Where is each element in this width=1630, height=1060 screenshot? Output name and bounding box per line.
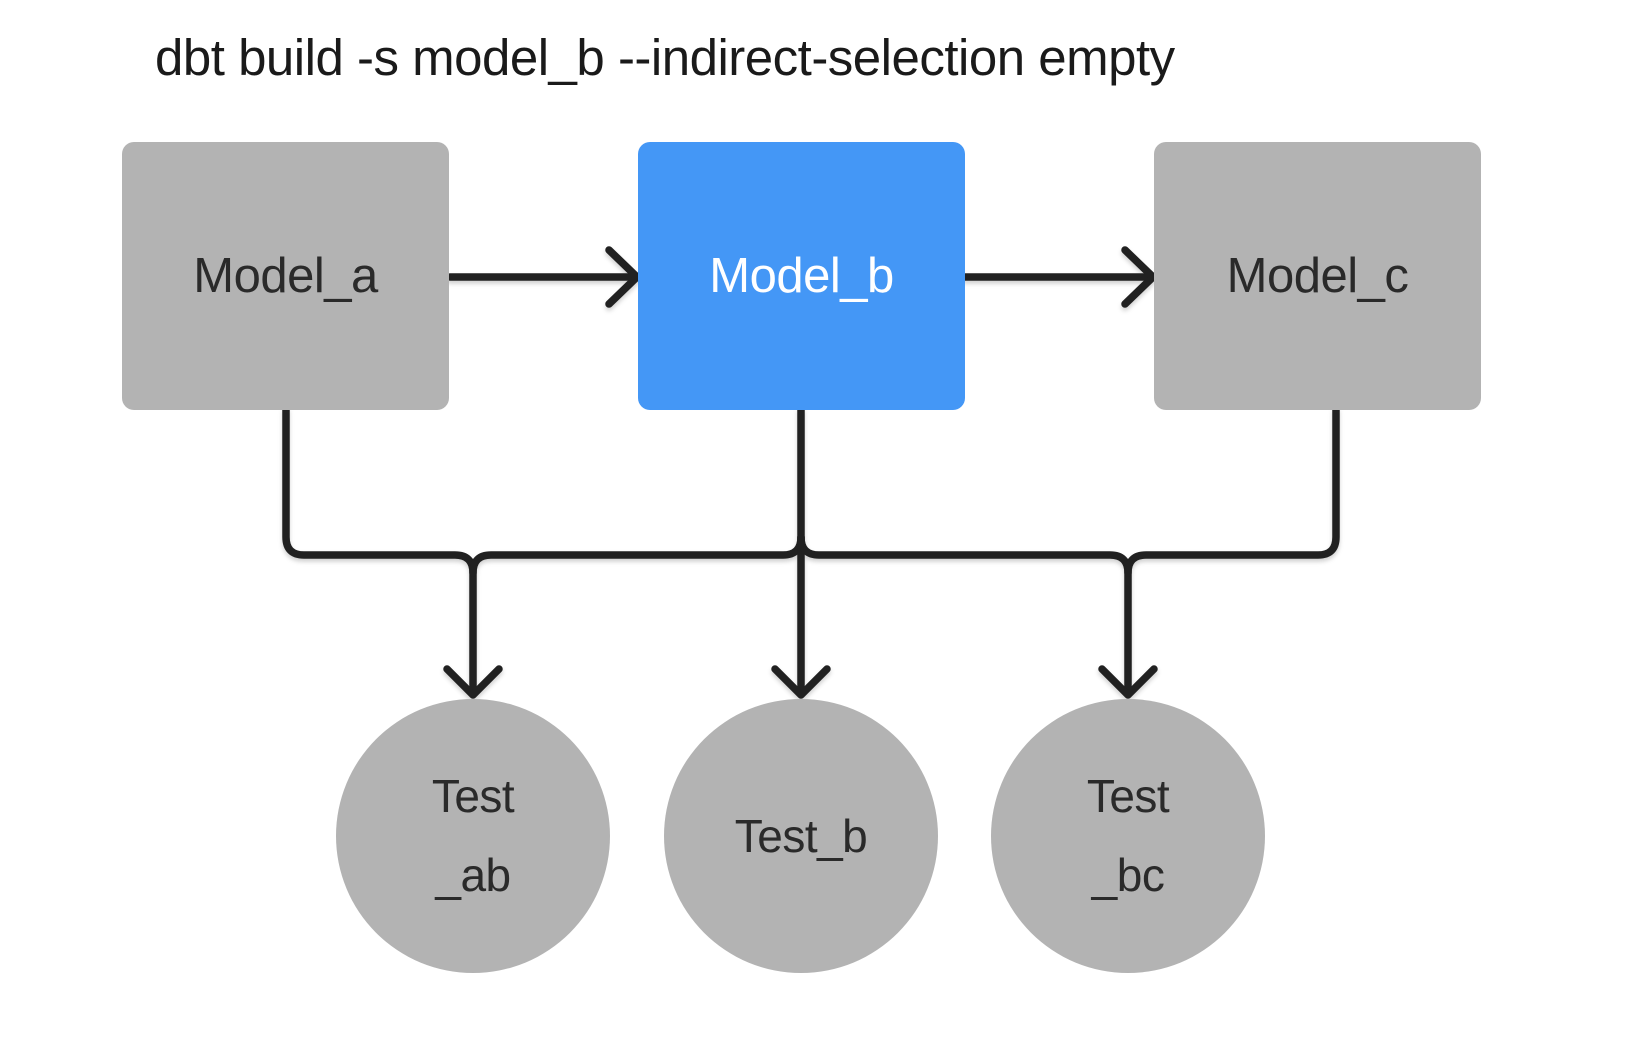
node-model-b: Model_b <box>638 142 965 410</box>
arrowhead-model-c <box>1121 246 1157 308</box>
edge-model-a-to-test-ab <box>282 406 477 695</box>
node-label-line: Test_b <box>734 809 868 862</box>
node-label-line: Test <box>431 770 515 822</box>
node-model-a: Model_a <box>122 142 449 410</box>
node-model-c: Model_c <box>1154 142 1481 410</box>
arrowhead-test-bc <box>1098 665 1158 699</box>
node-label: Model_c <box>1226 249 1409 303</box>
arrowhead-model-b <box>605 246 641 308</box>
edge-model-b-to-test-ab <box>469 533 805 577</box>
node-label-line: Test <box>1086 770 1170 822</box>
edge-model-b-to-test-bc <box>797 533 1132 695</box>
diagram-title: dbt build -s model_b --indirect-selectio… <box>155 29 1175 86</box>
arrowhead-test-ab <box>443 665 503 699</box>
node-label-line: _bc <box>1091 849 1165 901</box>
node-test-bc: Test _bc <box>991 699 1265 973</box>
node-label-line: _ab <box>435 849 511 901</box>
edge-model-c-to-test-bc <box>1124 406 1340 577</box>
node-test-ab: Test _ab <box>336 699 610 973</box>
arrowhead-test-b <box>771 665 831 699</box>
node-test-b: Test_b <box>664 699 938 973</box>
node-label: Model_a <box>193 249 378 303</box>
node-label: Model_b <box>709 249 894 303</box>
